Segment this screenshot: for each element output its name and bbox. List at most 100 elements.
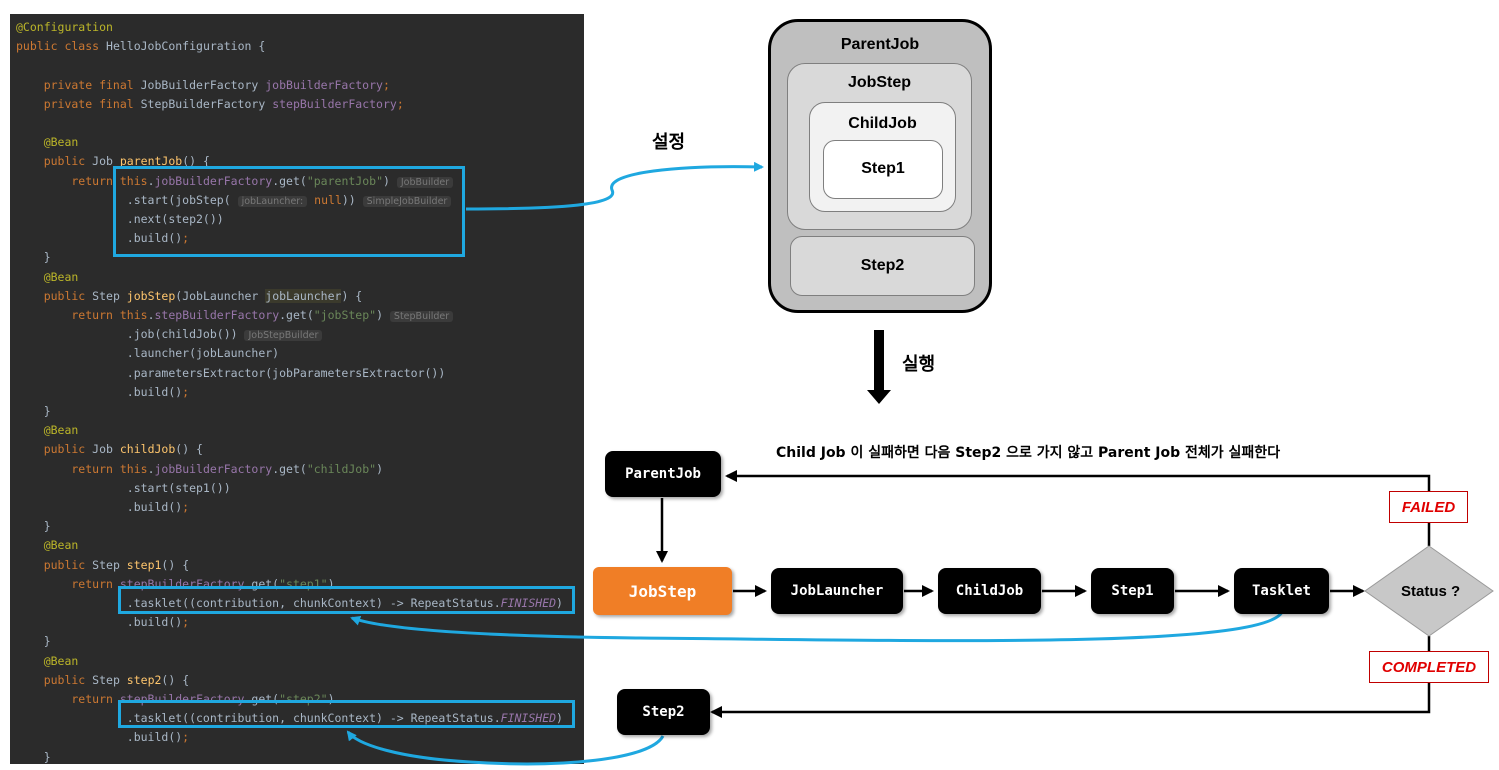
code-token: private final bbox=[16, 96, 141, 111]
config-label: 설정 bbox=[652, 132, 686, 153]
step1-container: Step1 bbox=[823, 140, 943, 199]
code-line: return this.jobBuilderFactory.get("paren… bbox=[16, 172, 454, 191]
code-token: StepBuilder bbox=[389, 311, 454, 322]
status-diamond bbox=[1364, 545, 1494, 637]
code-token: ; bbox=[182, 730, 190, 745]
code-token: ; bbox=[382, 77, 390, 92]
code-token: jobLauncher bbox=[265, 288, 342, 303]
code-token: jobStep bbox=[126, 288, 176, 303]
code-token: public bbox=[16, 154, 93, 169]
step1-label: Step1 bbox=[861, 160, 905, 177]
code-token: private final bbox=[16, 77, 141, 92]
code-token: this bbox=[119, 308, 148, 322]
code-token: public class bbox=[16, 39, 107, 54]
code-token: stepBuilderFactory bbox=[272, 96, 397, 111]
execute-arrow bbox=[867, 330, 891, 404]
code-line: public Job parentJob() { bbox=[16, 152, 210, 171]
code-token: HelloJobConfiguration { bbox=[106, 39, 266, 54]
code-token: jobLauncher: bbox=[237, 195, 308, 207]
code-line: } bbox=[16, 748, 51, 764]
code-token: ) bbox=[327, 576, 335, 591]
code-token: @Bean bbox=[16, 135, 79, 150]
code-token: public bbox=[16, 672, 93, 687]
code-line: .job(childJob()) JobStepBuilder bbox=[16, 325, 323, 344]
code-line: } bbox=[16, 517, 51, 536]
flow-job-step: JobStep bbox=[593, 567, 732, 615]
code-line: return this.jobBuilderFactory.get("child… bbox=[16, 460, 383, 479]
code-token: ) bbox=[383, 173, 397, 188]
code-line: .build(); bbox=[16, 498, 189, 517]
code-token: ) bbox=[376, 461, 384, 476]
code-line: public Step step2() { bbox=[16, 671, 189, 690]
code-token: Step bbox=[92, 672, 127, 687]
status-label: Status ? bbox=[1401, 583, 1461, 600]
code-token: .tasklet((contribution, chunkContext) ->… bbox=[16, 596, 501, 610]
code-token: } bbox=[16, 404, 51, 418]
code-token: FINISHED bbox=[500, 711, 557, 726]
code-line: .tasklet((contribution, chunkContext) ->… bbox=[16, 709, 563, 728]
step2-tasklet-code-highlight bbox=[118, 700, 575, 728]
flow-child-job: ChildJob bbox=[938, 568, 1041, 614]
code-token: jobBuilderFactory bbox=[154, 173, 273, 188]
code-line: @Bean bbox=[16, 421, 79, 440]
code-token: .build() bbox=[16, 384, 183, 399]
code-token: childJob bbox=[119, 442, 176, 457]
code-token: .build() bbox=[16, 730, 183, 745]
code-token: return bbox=[16, 308, 120, 322]
code-token: () { bbox=[161, 557, 190, 572]
code-line: .build(); bbox=[16, 383, 189, 402]
code-token: } bbox=[16, 250, 51, 265]
child-job-label: ChildJob bbox=[848, 115, 917, 132]
code-token: StepBuilderFactory bbox=[140, 96, 273, 111]
code-token: return bbox=[16, 576, 120, 591]
code-token: } bbox=[16, 749, 51, 764]
tasklet-to-code-curve bbox=[350, 611, 1284, 643]
code-token: () { bbox=[161, 672, 190, 687]
code-token: .build() bbox=[16, 500, 183, 514]
code-token: . bbox=[147, 461, 155, 476]
parent-job-code-highlight bbox=[113, 166, 465, 257]
code-line: public Step step1() { bbox=[16, 556, 189, 575]
config-curve-arrow bbox=[465, 161, 764, 211]
code-token: SimpleJobBuilder bbox=[362, 195, 452, 207]
code-token: this bbox=[119, 173, 148, 188]
code-token: "childJob" bbox=[306, 461, 377, 476]
flow-step1: Step1 bbox=[1091, 568, 1174, 614]
code-token: JobStepBuilder bbox=[244, 330, 323, 342]
code-token: @Configuration bbox=[16, 20, 113, 34]
code-token: (JobLauncher bbox=[175, 288, 266, 303]
code-token: @Bean bbox=[16, 423, 79, 438]
code-token: return bbox=[16, 461, 120, 476]
code-token: "parentJob" bbox=[306, 173, 383, 188]
code-token: ; bbox=[182, 615, 190, 630]
code-token: return bbox=[16, 692, 120, 706]
flow-parent-job: ParentJob bbox=[605, 451, 721, 497]
code-line: public Job childJob() { bbox=[16, 440, 203, 459]
code-line: .next(step2()) bbox=[16, 210, 224, 229]
code-line: } bbox=[16, 248, 51, 267]
job-step-label: JobStep bbox=[847, 74, 912, 91]
code-token: jobBuilderFactory bbox=[154, 461, 273, 476]
code-token: ) bbox=[327, 692, 335, 706]
code-token: } bbox=[16, 519, 51, 534]
code-token: .next(step2()) bbox=[16, 212, 224, 226]
code-token: )) bbox=[341, 192, 363, 207]
code-line: return this.stepBuilderFactory.get("jobS… bbox=[16, 306, 454, 325]
code-token: . bbox=[147, 308, 155, 322]
flow-tasklet: Tasklet bbox=[1234, 568, 1329, 614]
code-editor: @Configuration public class HelloJobConfi… bbox=[10, 14, 584, 764]
code-token: public bbox=[16, 442, 93, 457]
code-line: .parametersExtractor(jobParametersExtrac… bbox=[16, 364, 446, 383]
code-token: public bbox=[16, 288, 93, 303]
code-token: parentJob bbox=[119, 154, 183, 169]
arrow-failed-parentjob bbox=[725, 470, 1431, 546]
completed-label: COMPLETED bbox=[1369, 651, 1489, 683]
parent-job-label: ParentJob bbox=[840, 36, 920, 53]
code-token: .job(childJob()) bbox=[16, 327, 245, 342]
code-token: ) bbox=[376, 308, 390, 322]
flow-job-launcher: JobLauncher bbox=[771, 568, 903, 614]
code-line: .launcher(jobLauncher) bbox=[16, 344, 279, 363]
code-line: public Step jobStep(JobLauncher jobLaunc… bbox=[16, 287, 362, 306]
code-token: .build() bbox=[16, 231, 183, 246]
